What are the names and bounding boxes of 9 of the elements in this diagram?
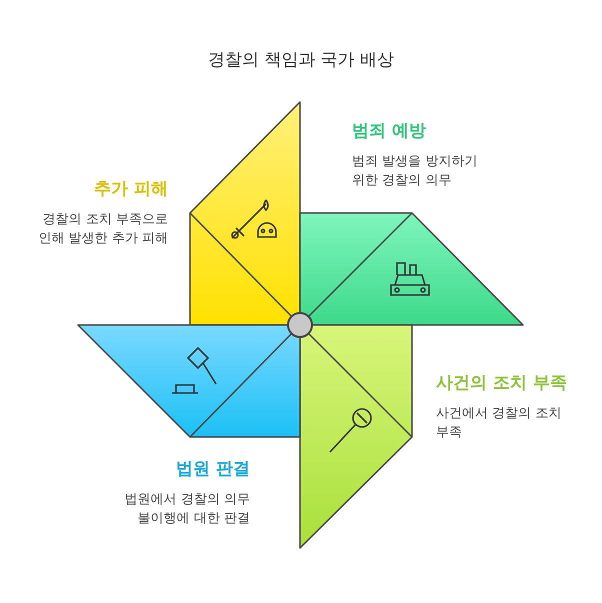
heading: 범죄 예방 [352,120,427,142]
title: 경찰의 책임과 국가 배상 [206,49,396,71]
heading: 법원 판결 [175,458,250,480]
description: 범죄 발생을 방지하기 위한 경찰의 의무 [352,153,478,190]
description: 법원에서 경찰의 의무 불이행에 대한 판결 [124,491,250,528]
description: 경찰의 조치 부족으로 인해 발생한 추가 피해 [38,211,168,248]
description: 사건에서 경찰의 조치 부족 [436,405,562,442]
heading: 사건의 조치 부족 [436,372,568,394]
heading: 추가 피해 [93,178,168,200]
